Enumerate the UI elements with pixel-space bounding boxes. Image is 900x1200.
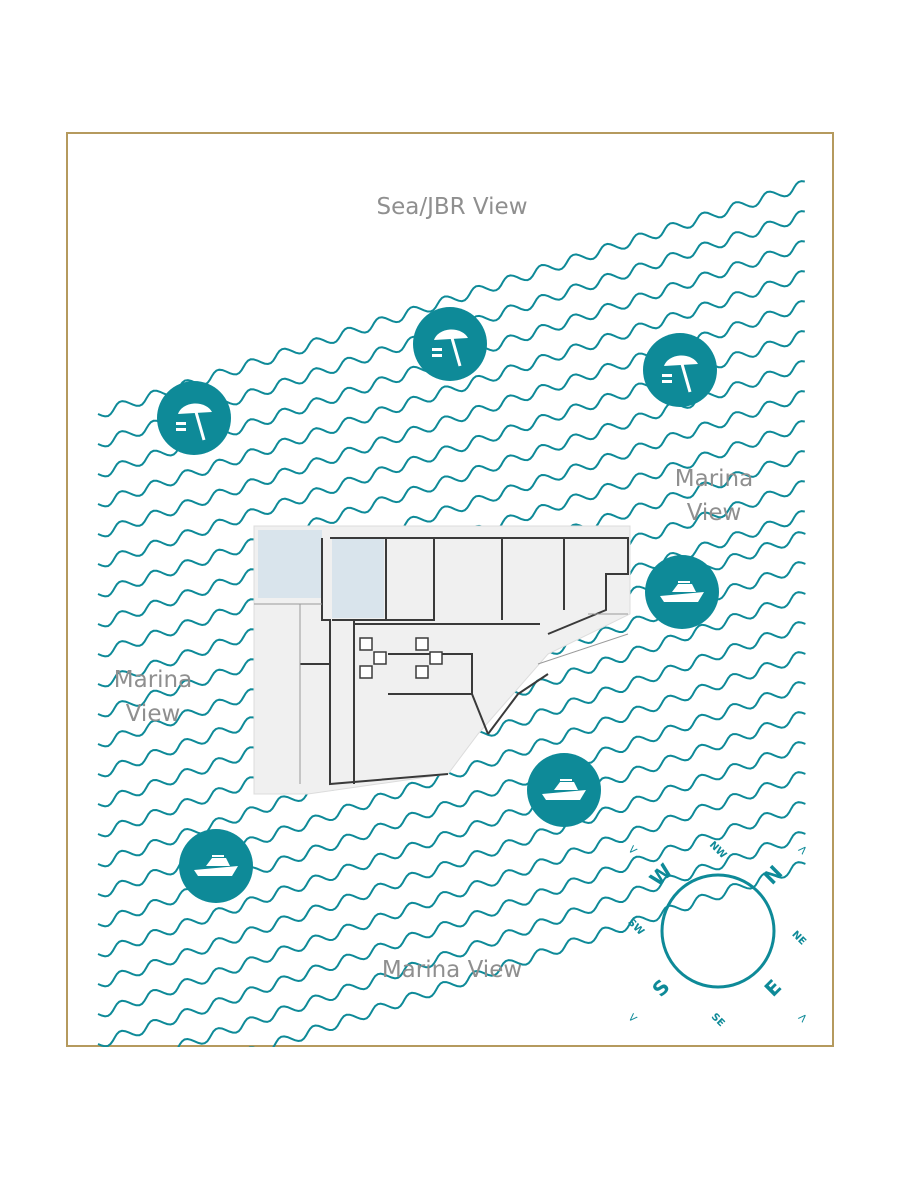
compass-arrow-ne: > <box>794 841 811 858</box>
label-marina-view-right-1: Marina <box>675 466 753 492</box>
compass-ne: NE <box>789 929 808 948</box>
yacht-icon <box>527 753 601 827</box>
map-frame: Sea/JBR View Marina View Marina View Mar… <box>66 132 834 1047</box>
beach-umbrella-icon <box>413 307 487 381</box>
wave-line <box>97 801 806 1047</box>
floor-plan <box>253 525 631 795</box>
wave-line <box>97 390 805 628</box>
compass-w: W <box>645 859 678 892</box>
compass-nw: NW <box>707 840 729 862</box>
compass-arrow-sw: < <box>624 1009 641 1026</box>
compass-arrow-se: > <box>794 1009 811 1026</box>
beach-umbrella-icon <box>157 381 231 455</box>
wave-line <box>97 270 805 508</box>
beach-umbrella-icon <box>643 333 717 407</box>
label-marina-view-left-1: Marina <box>114 667 192 693</box>
wave-line <box>177 831 806 1047</box>
label-sea-jbr-view: Sea/JBR View <box>376 194 527 220</box>
compass-arrow-nw: < <box>624 841 641 858</box>
compass: N E S W NW NE SW SE > < > < <box>624 840 811 1030</box>
wave-line <box>97 180 805 418</box>
wave-line <box>248 861 806 1047</box>
highlight-unit-2 <box>332 538 384 618</box>
compass-s: S <box>647 974 674 1001</box>
compass-sw: SW <box>625 917 646 938</box>
label-marina-view-bottom: Marina View <box>382 957 522 983</box>
compass-n: N <box>759 861 788 890</box>
wave-line <box>97 711 806 958</box>
label-marina-view-left-2: View <box>126 701 181 727</box>
wave-line <box>97 771 806 1018</box>
wave-line <box>97 741 806 988</box>
highlight-unit-1 <box>258 530 322 598</box>
wave-line <box>97 360 805 598</box>
compass-e: E <box>760 975 787 1002</box>
compass-se: SE <box>709 1011 727 1029</box>
label-marina-view-right-2: View <box>687 500 742 526</box>
yacht-icon <box>645 555 719 629</box>
compass-ring <box>660 873 776 989</box>
view-orientation-map: Sea/JBR View Marina View Marina View Mar… <box>97 180 811 1047</box>
yacht-icon <box>179 829 253 903</box>
